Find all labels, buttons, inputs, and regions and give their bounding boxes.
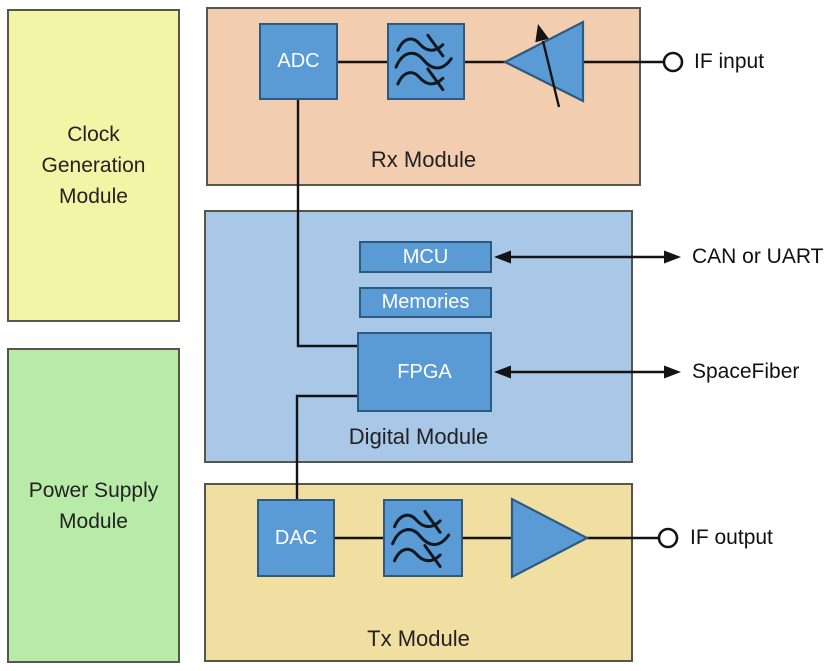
memories-block: Memories xyxy=(359,287,492,318)
tx-bandpass-filter-block xyxy=(383,499,463,577)
can-uart-arrow-head-right xyxy=(664,250,681,264)
if-output-label: IF output xyxy=(690,526,773,549)
can-uart-label: CAN or UART xyxy=(692,245,824,268)
mcu-label: MCU xyxy=(402,245,449,268)
fpga-label: FPGA xyxy=(397,360,452,383)
memories-label: Memories xyxy=(381,291,470,313)
if-input-label: IF input xyxy=(694,50,765,73)
dac-block: DAC xyxy=(257,499,335,577)
power-supply-module-label: Power Supply Module xyxy=(28,478,159,533)
power-supply-module-box: Power Supply Module xyxy=(7,348,180,663)
fpga-block: FPGA xyxy=(357,332,492,412)
if-input-terminal-icon xyxy=(662,51,684,73)
clock-generation-module-label: Clock Generation Module xyxy=(41,123,146,208)
adc-label: ADC xyxy=(277,50,320,72)
rx-bandpass-filter-block xyxy=(387,23,465,100)
digital-module-label: Digital Module xyxy=(348,424,489,449)
clock-generation-module-box: Clock Generation Module xyxy=(7,9,180,322)
bandpass-filter-icon xyxy=(391,509,451,568)
tx-module-label: Tx Module xyxy=(367,626,470,651)
mcu-block: MCU xyxy=(359,241,492,273)
dac-label: DAC xyxy=(274,526,318,549)
spacefiber-label: SpaceFiber xyxy=(692,360,800,383)
adc-block: ADC xyxy=(259,23,338,100)
bandpass-filter-icon xyxy=(394,33,453,92)
rx-module-label: Rx Module xyxy=(370,147,477,172)
if-output-terminal-icon xyxy=(657,527,679,549)
spacefiber-arrow-head-right xyxy=(664,365,681,379)
